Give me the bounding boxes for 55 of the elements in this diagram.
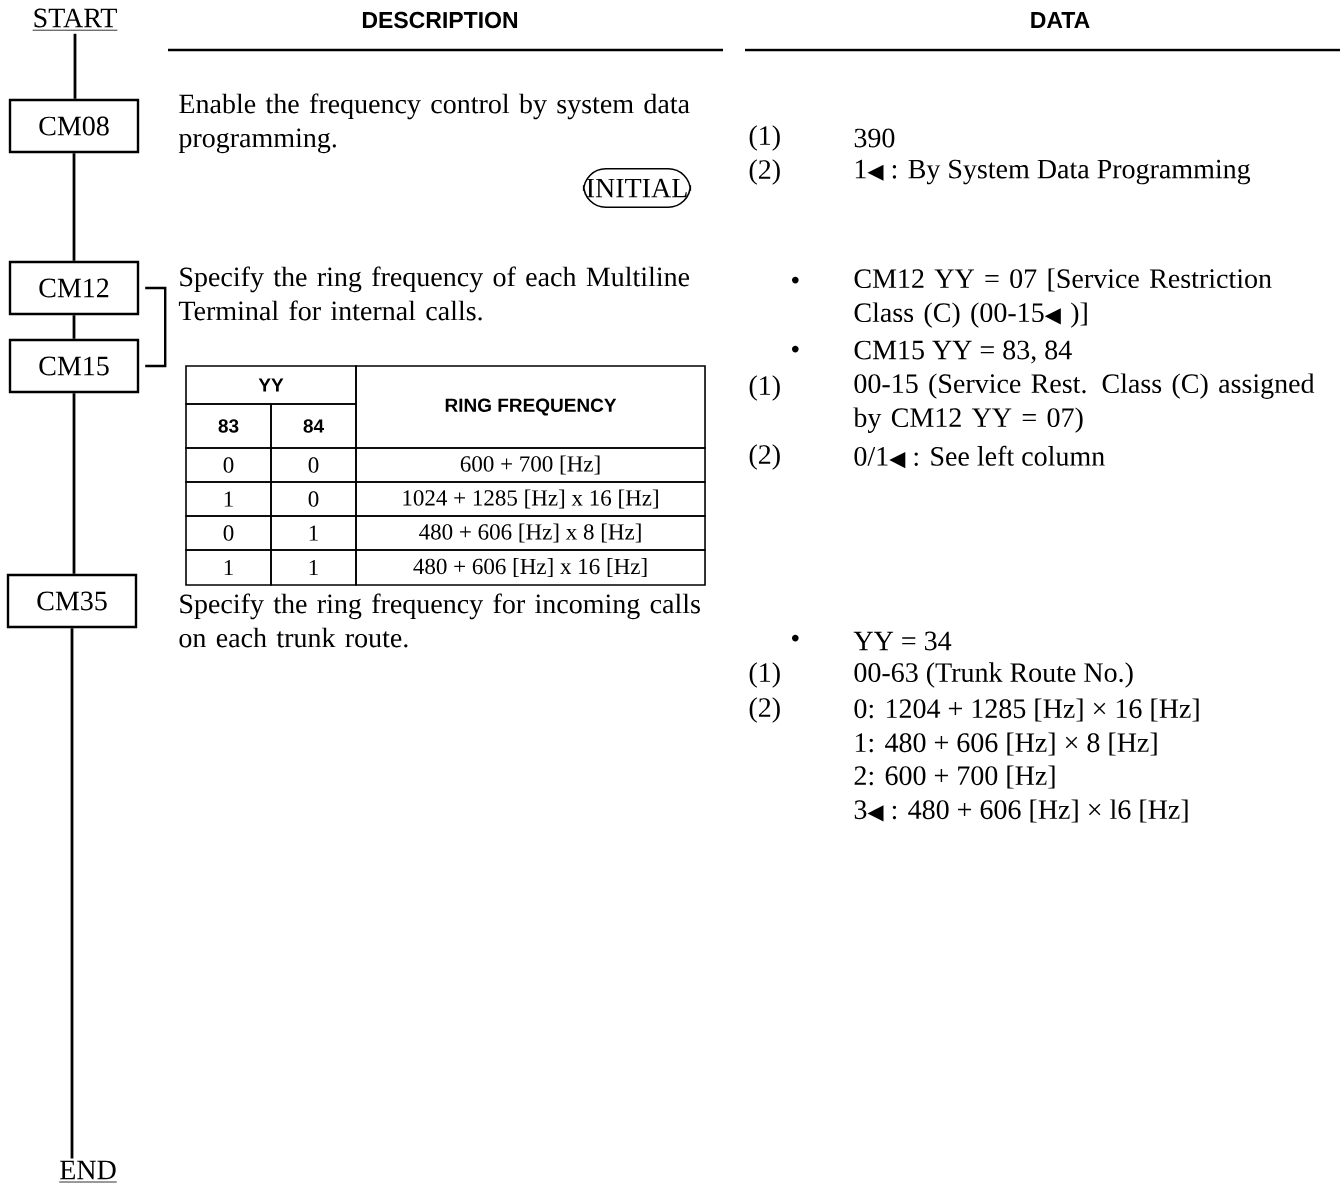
table-header-cell: 84 [270, 403, 357, 449]
list-marker: (1) [749, 375, 780, 401]
bullet: • [792, 634, 799, 642]
data-item: 0/1◀ : See left column [854, 445, 1105, 469]
list-marker: (1) [749, 125, 780, 151]
list-marker: (2) [749, 159, 780, 185]
table-cell: 0 [185, 447, 272, 483]
description-text: Specify the ring frequency for incoming calls on each trunk route. [179, 593, 700, 648]
data-item: 3◀ : 480 + 606 [Hz] × l6 [Hz] [854, 799, 1188, 823]
table-header-cell: YY [185, 365, 357, 405]
table-cell: 1 [270, 515, 357, 551]
command-box: CM12 [8, 260, 140, 316]
column-heading: DATA [1031, 12, 1090, 28]
list-marker: (2) [749, 444, 780, 470]
terminal-label: START [32, 8, 118, 31]
table-header-cell: RING FREQUENCY [355, 365, 706, 449]
flow-line [72, 393, 76, 574]
oval-tag: INITIAL [582, 167, 692, 209]
flow-line [72, 153, 76, 261]
table-cell: 480 + 606 [Hz] x 16 [Hz] [355, 549, 706, 586]
data-item: 1◀ : By System Data Programming [855, 159, 1251, 185]
table-cell: 480 + 606 [Hz] x 8 [Hz] [355, 515, 706, 551]
list-marker: (1) [749, 662, 780, 688]
bracket-line [145, 286, 167, 368]
list-marker: (2) [749, 697, 780, 723]
data-item: 0: 1204 + 1285 [Hz] × 16 [Hz] [854, 698, 1199, 722]
data-item: 00-63 (Trunk Route No.) [854, 662, 1133, 688]
table-cell: 600 + 700 [Hz] [355, 447, 706, 483]
flow-line [72, 315, 76, 339]
table-cell: 1 [185, 549, 272, 586]
data-item: CM12 YY = 07 [Service Restriction Class (C) (00-15◀ )] [854, 268, 1272, 328]
command-box: CM08 [8, 98, 140, 154]
data-item: 1: 480 + 606 [Hz] × 8 [Hz] [855, 732, 1157, 756]
data-item: 2: 600 + 700 [Hz] [854, 765, 1055, 789]
data-item: YY = 34 [853, 631, 952, 651]
command-box: CM15 [8, 338, 140, 394]
data-item: 390 [854, 128, 895, 148]
column-heading: DESCRIPTION [362, 11, 518, 29]
data-item: 00-15 (Service Rest. Class (C) assigned by CM12 YY = 07) [853, 373, 1315, 433]
command-box: CM35 [6, 573, 138, 629]
description-text: Enable the frequency control by system data programming. [178, 93, 690, 154]
table-cell: 0 [270, 481, 357, 517]
data-item: CM15 YY = 83, 84 [854, 340, 1072, 364]
table-cell: 1 [270, 549, 357, 586]
description-text: Specify the ring frequency of each Multiline Terminal for internal calls. [178, 266, 690, 321]
flow-line [70, 628, 74, 1159]
table-cell: 1024 + 1285 [Hz] x 16 [Hz] [355, 481, 706, 517]
table-cell: 0 [270, 447, 357, 483]
terminal-label: END [58, 1160, 118, 1183]
bullet: • [792, 345, 799, 353]
table-header-cell: 83 [185, 403, 272, 449]
flow-line [73, 33, 77, 99]
table-cell: 0 [185, 515, 272, 551]
bullet: • [792, 276, 799, 284]
table-cell: 1 [185, 481, 272, 517]
